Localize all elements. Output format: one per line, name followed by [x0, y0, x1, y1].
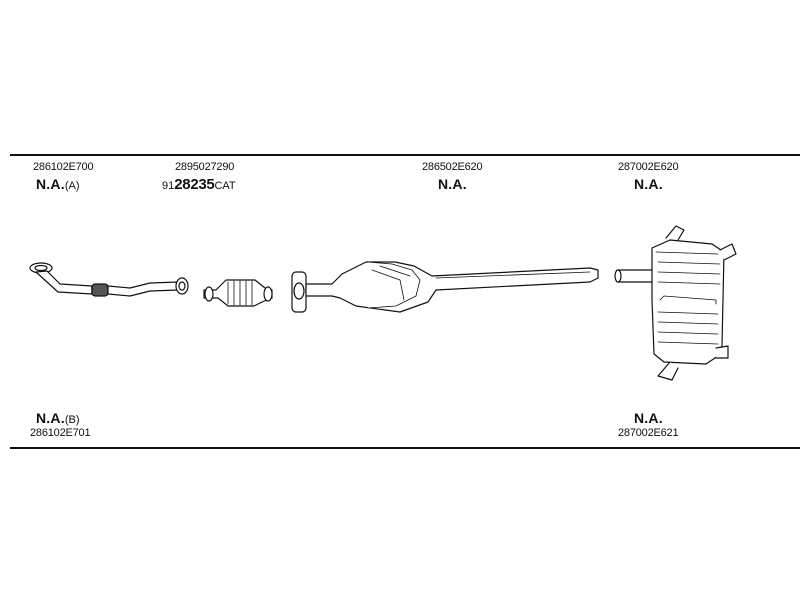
front-pipe-variant-bottom: (B) [64, 414, 80, 426]
front-pipe-variant-top: (A) [64, 180, 80, 192]
front-pipe-part-number-top: 286102E700 [33, 161, 94, 173]
front-pipe-status-top-text: N.A. [36, 176, 65, 192]
bottom-divider-line [10, 447, 800, 449]
catalytic-converter-drawing [203, 279, 273, 307]
rear-muffler-status-bottom: N.A. [634, 410, 663, 426]
center-pipe-drawing [291, 261, 599, 313]
catalytic-converter-reference: 9128235CAT [162, 177, 236, 192]
rear-muffler-status-top: N.A. [634, 176, 663, 192]
front-pipe-status-top: N.A.(A) [36, 177, 79, 192]
cat-ref-prefix: 91 [162, 180, 175, 192]
rear-muffler-part-number-top: 287002E620 [618, 161, 679, 173]
front-pipe-part-number-bottom: 286102E701 [30, 427, 91, 439]
front-pipe-status-bottom-text: N.A. [36, 410, 65, 426]
cat-ref-number: 28235 [174, 176, 215, 193]
rear-muffler-drawing [614, 225, 737, 381]
rear-muffler-part-number-bottom: 287002E621 [618, 427, 679, 439]
front-pipe-drawing [29, 262, 189, 297]
center-pipe-part-number: 286502E620 [422, 161, 483, 173]
front-pipe-status-bottom: N.A.(B) [36, 411, 79, 426]
catalytic-converter-part-number: 2895027290 [175, 161, 235, 173]
top-divider-line [10, 154, 800, 156]
center-pipe-status: N.A. [438, 176, 467, 192]
cat-ref-suffix: CAT [214, 180, 236, 192]
